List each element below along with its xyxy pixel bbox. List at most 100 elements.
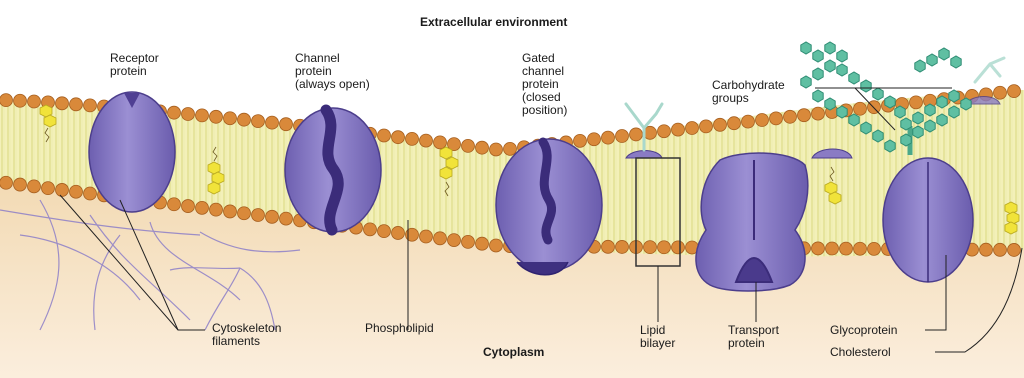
phospholipid-head bbox=[210, 203, 223, 216]
phospholipid-head bbox=[238, 207, 251, 220]
glycoprotein-label: Glycoprotein bbox=[830, 324, 897, 337]
phospholipid-head bbox=[700, 120, 713, 133]
phospholipid-head bbox=[742, 115, 755, 128]
transport-protein bbox=[696, 153, 808, 291]
gated-channel-protein-label: Gated channel protein (closed position) bbox=[522, 52, 567, 117]
carbohydrate-unit bbox=[961, 98, 971, 110]
phospholipid-head bbox=[1008, 243, 1021, 256]
transport-protein-label: Transport protein bbox=[728, 324, 779, 350]
phospholipid-head bbox=[476, 141, 489, 154]
carbohydrate-unit bbox=[937, 96, 947, 108]
carbohydrate-unit bbox=[813, 50, 823, 62]
phospholipid-head bbox=[182, 200, 195, 213]
phospholipid-head bbox=[490, 239, 503, 252]
channel-protein bbox=[285, 108, 381, 232]
phospholipid-head bbox=[812, 242, 825, 255]
phospholipid-head bbox=[84, 187, 97, 200]
phospholipid-head bbox=[210, 110, 223, 123]
phospholipid-head bbox=[266, 116, 279, 129]
phospholipid-head bbox=[854, 102, 867, 115]
phospholipid-head bbox=[28, 95, 41, 108]
phospholipid-head bbox=[616, 240, 629, 253]
carbohydrate-unit bbox=[925, 120, 935, 132]
carbohydrate-unit bbox=[949, 90, 959, 102]
carbohydrate-unit bbox=[937, 114, 947, 126]
carbohydrate-unit bbox=[895, 106, 905, 118]
phospholipid-head bbox=[392, 226, 405, 239]
phospholipid-head bbox=[224, 205, 237, 218]
phospholipid-head bbox=[476, 237, 489, 250]
phospholipid-head bbox=[448, 234, 461, 247]
carbohydrate-unit bbox=[837, 64, 847, 76]
phospholipid-head bbox=[826, 242, 839, 255]
phospholipid-head bbox=[630, 128, 643, 141]
carbohydrate-unit bbox=[939, 48, 949, 60]
phospholipid-head bbox=[70, 98, 83, 111]
phospholipid-head bbox=[728, 117, 741, 130]
carbohydrate-unit bbox=[885, 140, 895, 152]
carbohydrate-unit bbox=[825, 42, 835, 54]
phospholipid-head bbox=[392, 131, 405, 144]
phospholipid-head bbox=[658, 125, 671, 138]
phospholipid-head bbox=[378, 129, 391, 142]
phospholipid-head bbox=[280, 212, 293, 225]
phospholipid-head bbox=[196, 201, 209, 214]
receptor-protein-label: Receptor protein bbox=[110, 52, 159, 78]
phospholipid-label: Phospholipid bbox=[365, 322, 434, 335]
carbohydrate-unit bbox=[927, 54, 937, 66]
carbohydrate-groups-label: Carbohydrate groups bbox=[712, 79, 785, 105]
carbohydrate-unit bbox=[849, 114, 859, 126]
phospholipid-head bbox=[994, 243, 1007, 256]
phospholipid-head bbox=[812, 107, 825, 120]
carbohydrate-unit bbox=[885, 96, 895, 108]
phospholipid-head bbox=[910, 96, 923, 109]
phospholipid-head bbox=[686, 122, 699, 135]
phospholipid-head bbox=[42, 182, 55, 195]
phospholipid-head bbox=[224, 112, 237, 125]
carbohydrate-unit bbox=[801, 76, 811, 88]
carbohydrate-unit bbox=[825, 60, 835, 72]
phospholipid-head bbox=[434, 232, 447, 245]
carbohydrate-unit bbox=[837, 50, 847, 62]
phospholipid-head bbox=[420, 134, 433, 147]
phospholipid-head bbox=[14, 94, 27, 107]
phospholipid-head bbox=[756, 114, 769, 127]
carbohydrate-unit bbox=[849, 72, 859, 84]
phospholipid-head bbox=[168, 106, 181, 119]
carbohydrate-unit bbox=[825, 98, 835, 110]
phospholipid-head bbox=[406, 228, 419, 241]
phospholipid-head bbox=[56, 183, 69, 196]
phospholipid-head bbox=[0, 176, 13, 189]
phospholipid-head bbox=[462, 139, 475, 152]
carbohydrate-unit bbox=[901, 134, 911, 146]
phospholipid-head bbox=[602, 131, 615, 144]
phospholipid-head bbox=[252, 209, 265, 222]
carbohydrate-unit bbox=[837, 106, 847, 118]
cholesterol-label: Cholesterol bbox=[830, 346, 891, 359]
carbohydrate-unit bbox=[873, 130, 883, 142]
phospholipid-head bbox=[784, 110, 797, 123]
channel-protein-label: Channel protein (always open) bbox=[295, 52, 370, 91]
phospholipid-head bbox=[994, 86, 1007, 99]
phospholipid-head bbox=[616, 130, 629, 143]
phospholipid-head bbox=[182, 108, 195, 121]
cytoskeleton-filaments-label: Cytoskeleton filaments bbox=[212, 322, 281, 348]
phospholipid-head bbox=[574, 134, 587, 147]
phospholipid-head bbox=[420, 230, 433, 243]
phospholipid-head bbox=[854, 242, 867, 255]
extracellular-title: Extracellular environment bbox=[420, 16, 567, 29]
phospholipid-head bbox=[28, 180, 41, 193]
phospholipid-head bbox=[252, 115, 265, 128]
phospholipid-head bbox=[266, 210, 279, 223]
phospholipid-head bbox=[406, 132, 419, 145]
phospholipid-head bbox=[0, 94, 13, 107]
phospholipid-head bbox=[588, 133, 601, 146]
phospholipid-head bbox=[462, 235, 475, 248]
phospholipid-head bbox=[1008, 85, 1021, 98]
phospholipid-head bbox=[364, 223, 377, 236]
carbohydrate-unit bbox=[813, 90, 823, 102]
phospholipid-head bbox=[434, 136, 447, 149]
lipid-bilayer-label: Lipid bilayer bbox=[640, 324, 675, 350]
phospholipid-head bbox=[840, 242, 853, 255]
